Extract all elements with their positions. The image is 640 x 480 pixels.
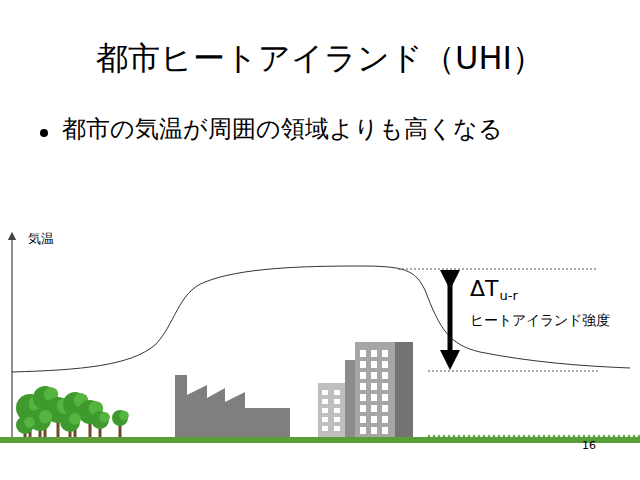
building — [318, 383, 348, 440]
urban-level-line — [398, 269, 598, 270]
delta-symbol: ΔT — [470, 276, 499, 301]
delta-subscript: u-r — [500, 289, 518, 304]
building — [395, 342, 413, 440]
bullet-text: 都市の気温が周囲の領域よりも高くなる — [62, 116, 503, 144]
intensity-arrow — [448, 280, 453, 360]
windows — [322, 350, 388, 434]
intensity-label: ヒートアイランド強度 — [470, 312, 610, 328]
page-number: 16 — [582, 440, 596, 453]
temperature-curve — [12, 266, 630, 372]
grass — [427, 434, 640, 438]
building — [355, 342, 395, 440]
slide-title: 都市ヒートアイランド（UHI） — [0, 40, 640, 77]
temperature-axis — [11, 236, 12, 440]
axis-label: 気温 — [28, 232, 54, 247]
bullet-dot — [40, 129, 48, 137]
trees — [16, 386, 129, 438]
factory — [175, 375, 290, 440]
rural-level-line — [428, 371, 598, 372]
